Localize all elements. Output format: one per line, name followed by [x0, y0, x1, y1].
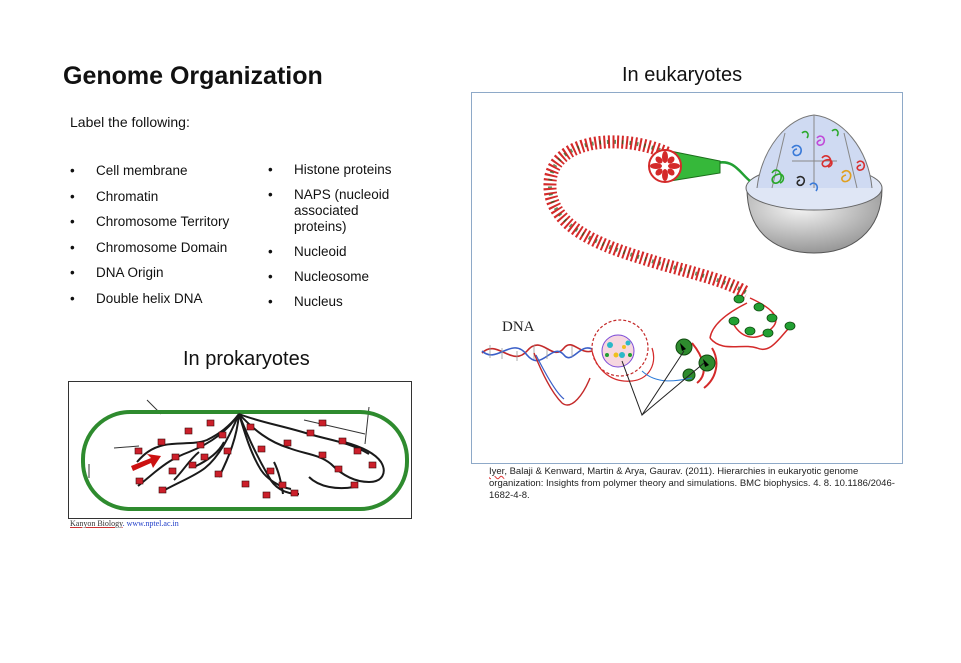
citation-author: Iyer [489, 466, 505, 477]
fiber-cross-section [648, 149, 721, 183]
term-list-right: Histone proteins NAPS (nucleoid associat… [268, 162, 448, 310]
pointer-lines [621, 350, 705, 417]
term-item: Nucleosome [268, 269, 448, 285]
eukaryote-diagram: DNA [471, 92, 903, 464]
term-list-left: Cell membrane Chromatin Chromosome Terri… [70, 163, 260, 316]
fiber-link [716, 161, 751, 182]
dna-label: DNA [502, 319, 535, 335]
term-item: NAPS (nucleoid associated proteins) [268, 187, 402, 235]
term-item: Chromatin [70, 189, 260, 205]
term-item: Double helix DNA [70, 291, 260, 307]
cell-membrane [81, 410, 409, 511]
eukaryotes-heading: In eukaryotes [622, 64, 743, 86]
chromosome-territories [771, 128, 866, 192]
credit-source: Kanyon Biology [70, 519, 123, 528]
term-item: Nucleus [268, 294, 448, 310]
credit-url: . www.nptel.ac.in [122, 519, 179, 528]
prokaryote-diagram [68, 381, 412, 519]
nucleus [745, 114, 883, 254]
dna-origin-arrow-icon [131, 454, 161, 471]
term-item: DNA Origin [70, 265, 260, 281]
label-leader-line [303, 419, 366, 435]
prokaryote-image-credit: Kanyon Biology. www.nptel.ac.in [70, 519, 179, 528]
term-item: Histone proteins [268, 162, 448, 178]
page-title: Genome Organization [63, 62, 323, 90]
term-item: Chromosome Domain [70, 240, 260, 256]
label-leader-line [113, 445, 140, 449]
term-item: Cell membrane [70, 163, 260, 179]
chromatin-fiber [543, 135, 751, 299]
citation: Iyer, Balaji & Kenward, Martin & Arya, G… [489, 466, 899, 502]
term-item: Chromosome Territory [70, 214, 260, 230]
citation-text: , Balaji & Kenward, Martin & Arya, Gaura… [489, 466, 895, 501]
histone-nucleosomes [675, 338, 718, 389]
instruction-text: Label the following: [70, 114, 190, 130]
term-item: Nucleoid [268, 244, 448, 260]
nucleosome-cluster [591, 319, 693, 382]
prokaryotes-heading: In prokaryotes [183, 348, 310, 370]
nucleosome-string [709, 294, 796, 351]
double-helix-dna [481, 344, 593, 406]
nap-protein-markers [134, 419, 377, 499]
